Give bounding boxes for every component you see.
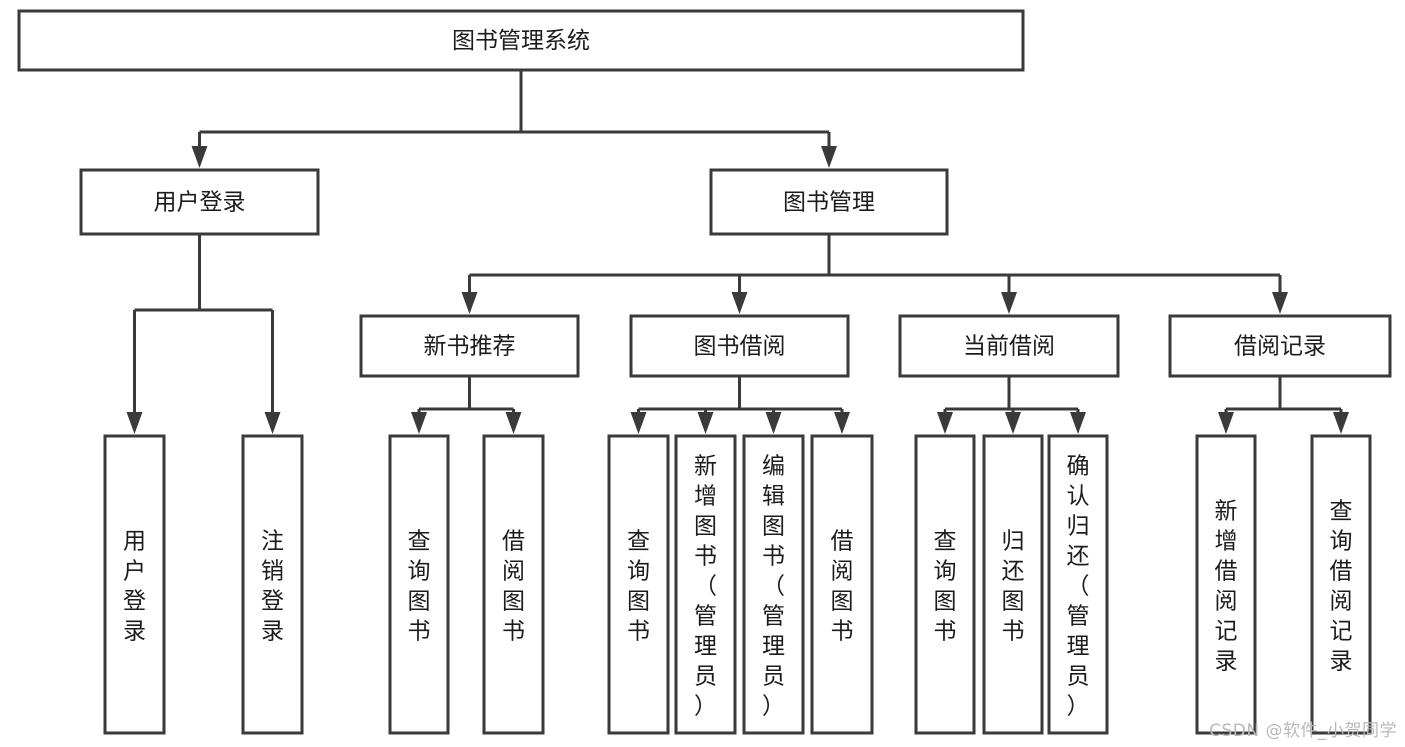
node-box	[1047, 434, 1109, 735]
watermark-text: CSDN @软件_小贺同学	[1209, 721, 1397, 741]
node-box	[629, 314, 850, 378]
node-box	[914, 434, 976, 735]
node-box	[607, 434, 670, 735]
node-box	[17, 9, 1025, 72]
node-book-manage[interactable]: 图书管理	[709, 168, 949, 236]
node-leaf-borrow-book-2[interactable]: 借阅图书	[810, 434, 874, 735]
node-label: 用户登录	[123, 529, 146, 645]
node-label: 查询图书	[627, 529, 650, 645]
node-current-borrow[interactable]: 当前借阅	[898, 314, 1120, 378]
node-box	[1310, 434, 1372, 735]
node-box	[709, 168, 949, 236]
node-box	[1168, 314, 1392, 378]
node-box	[1195, 434, 1257, 735]
node-leaf-borrow-book-1[interactable]: 借阅图书	[482, 434, 545, 735]
node-leaf-query-record[interactable]: 查询借阅记录	[1310, 434, 1372, 735]
node-label: 编辑图书（管理员）	[762, 454, 785, 720]
node-leaf-return-book[interactable]: 归还图书	[982, 434, 1044, 735]
node-box	[674, 434, 737, 735]
node-label: 归还图书	[1002, 529, 1025, 645]
node-label: 图书借阅	[694, 334, 786, 360]
node-label: 借阅图书	[831, 529, 854, 645]
node-box	[241, 434, 304, 735]
connector-layer	[126, 70, 1349, 434]
node-label: 新增图书（管理员）	[694, 454, 717, 720]
node-leaf-add-record[interactable]: 新增借阅记录	[1195, 434, 1257, 735]
node-root[interactable]: 图书管理系统	[17, 9, 1025, 72]
node-label: 图书管理	[783, 190, 875, 216]
node-user-login[interactable]: 用户登录	[79, 168, 320, 236]
node-label: 注销登录	[261, 529, 284, 645]
node-leaf-query-book-2[interactable]: 查询图书	[607, 434, 670, 735]
node-leaf-confirm-return[interactable]: 确认归还（管理员）	[1047, 434, 1109, 735]
node-box	[482, 434, 545, 735]
node-leaf-user-login[interactable]: 用户登录	[103, 434, 166, 735]
node-box	[898, 314, 1120, 378]
node-box	[982, 434, 1044, 735]
node-label: 图书管理系统	[452, 28, 590, 54]
node-label: 查询借阅记录	[1330, 499, 1353, 675]
node-box	[103, 434, 166, 735]
node-label: 查询图书	[934, 529, 957, 645]
node-leaf-add-book[interactable]: 新增图书（管理员）	[674, 434, 737, 735]
node-box	[359, 314, 580, 378]
node-leaf-logout[interactable]: 注销登录	[241, 434, 304, 735]
node-leaf-edit-book[interactable]: 编辑图书（管理员）	[742, 434, 805, 735]
node-box	[810, 434, 874, 735]
node-label: 新书推荐	[424, 334, 516, 360]
node-layer: 图书管理系统用户登录图书管理新书推荐图书借阅当前借阅借阅记录用户登录注销登录查询…	[17, 9, 1392, 735]
node-box	[388, 434, 450, 735]
node-label: 当前借阅	[963, 334, 1055, 360]
node-box	[79, 168, 320, 236]
node-book-borrow[interactable]: 图书借阅	[629, 314, 850, 378]
node-label: 新增借阅记录	[1215, 499, 1238, 675]
node-borrow-record[interactable]: 借阅记录	[1168, 314, 1392, 378]
node-new-book-recommend[interactable]: 新书推荐	[359, 314, 580, 378]
node-label: 用户登录	[154, 190, 246, 216]
node-leaf-query-book-3[interactable]: 查询图书	[914, 434, 976, 735]
node-label: 借阅图书	[502, 529, 525, 645]
node-label: 借阅记录	[1234, 334, 1326, 360]
node-leaf-query-book-1[interactable]: 查询图书	[388, 434, 450, 735]
node-box	[742, 434, 805, 735]
node-label: 确认归还（管理员）	[1067, 454, 1090, 720]
node-label: 查询图书	[408, 529, 431, 645]
